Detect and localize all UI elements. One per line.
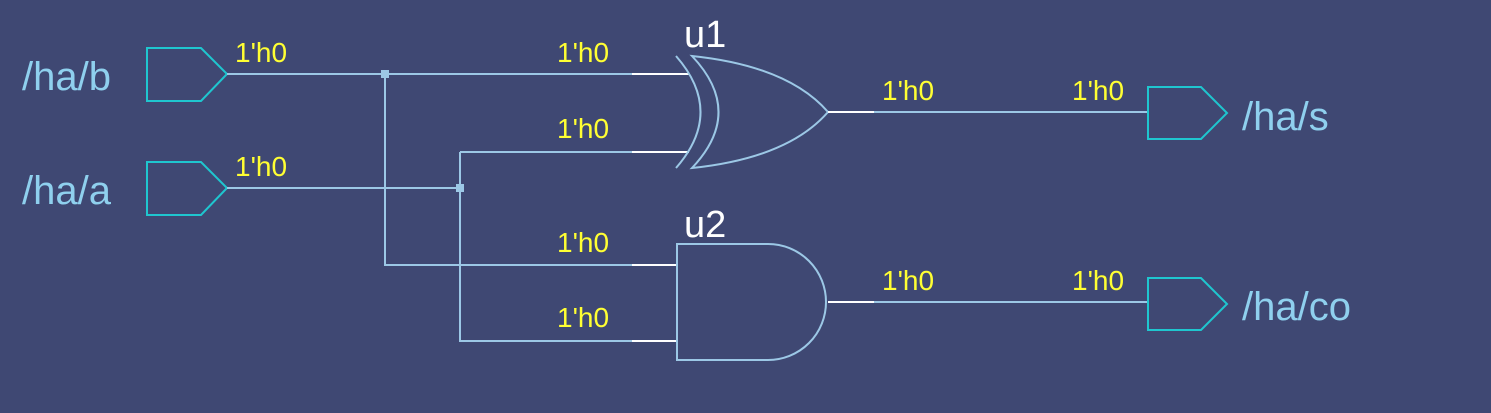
port-b-label: /ha/b [22, 55, 111, 99]
port-s-symbol[interactable] [1147, 86, 1229, 140]
xor-body [689, 54, 830, 170]
value-u2-in0: 1'h0 [557, 227, 609, 258]
junction-b [381, 70, 389, 78]
port-co-label: /ha/co [1242, 285, 1351, 329]
xor-instance-label: u1 [684, 14, 726, 56]
output-port-co[interactable]: /ha/co [1147, 277, 1351, 331]
port-co-symbol[interactable] [1147, 277, 1229, 331]
xor-gate-u1[interactable]: u1 [632, 14, 830, 170]
value-s-in: 1'h0 [1072, 75, 1124, 106]
net-b[interactable] [227, 70, 632, 266]
input-port-a[interactable]: /ha/a [22, 161, 229, 216]
value-u1-in1: 1'h0 [557, 113, 609, 144]
value-net-a: 1'h0 [235, 151, 287, 182]
and-instance-label: u2 [684, 204, 726, 246]
value-u2-out: 1'h0 [882, 265, 934, 296]
value-net-b: 1'h0 [235, 37, 287, 68]
junction-a [456, 184, 464, 192]
value-u1-in0: 1'h0 [557, 37, 609, 68]
port-a-label: /ha/a [22, 169, 112, 213]
output-port-s[interactable]: /ha/s [1147, 86, 1329, 140]
net-a[interactable] [227, 151, 632, 342]
input-port-b[interactable]: /ha/b [22, 47, 229, 102]
port-b-symbol[interactable] [146, 47, 229, 102]
port-s-label: /ha/s [1242, 95, 1329, 139]
and-gate-u2[interactable]: u2 [632, 204, 827, 361]
port-a-symbol[interactable] [146, 161, 229, 216]
value-u1-out: 1'h0 [882, 75, 934, 106]
and-body [676, 243, 827, 361]
value-co-in: 1'h0 [1072, 265, 1124, 296]
value-u2-in1: 1'h0 [557, 302, 609, 333]
xor-input-arc [675, 55, 702, 169]
